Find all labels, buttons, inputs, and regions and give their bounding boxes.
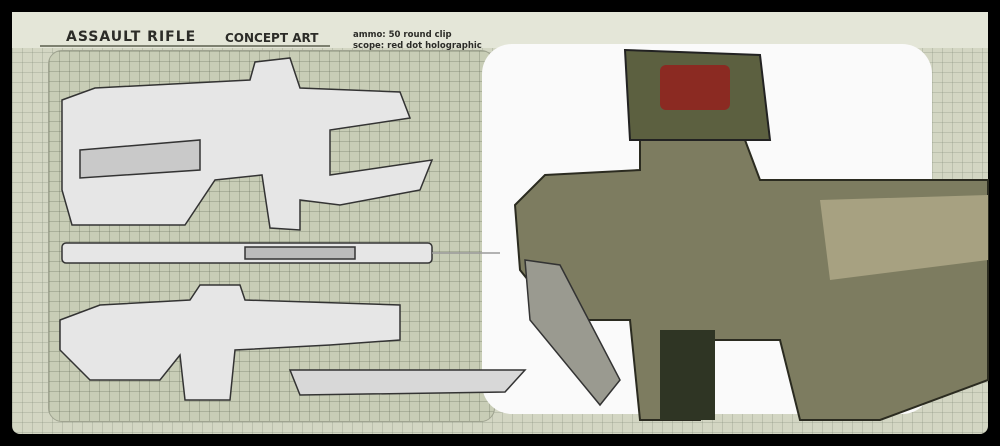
spec-ammo: ammo: 50 round clip	[353, 30, 452, 40]
rifle-render	[513, 48, 989, 421]
header-divider	[40, 45, 330, 47]
rifle-top-view	[61, 242, 500, 264]
scope-lens-icon	[660, 65, 730, 110]
rifle-side-view	[61, 57, 434, 231]
header-strip	[12, 12, 988, 48]
spec-scope: scope: red dot holographic	[353, 41, 482, 51]
sheet-title: ASSAULT RIFLE	[66, 29, 197, 45]
rifle-side-view-alt	[59, 284, 527, 401]
sheet-subtitle: CONCEPT ART	[225, 31, 319, 45]
